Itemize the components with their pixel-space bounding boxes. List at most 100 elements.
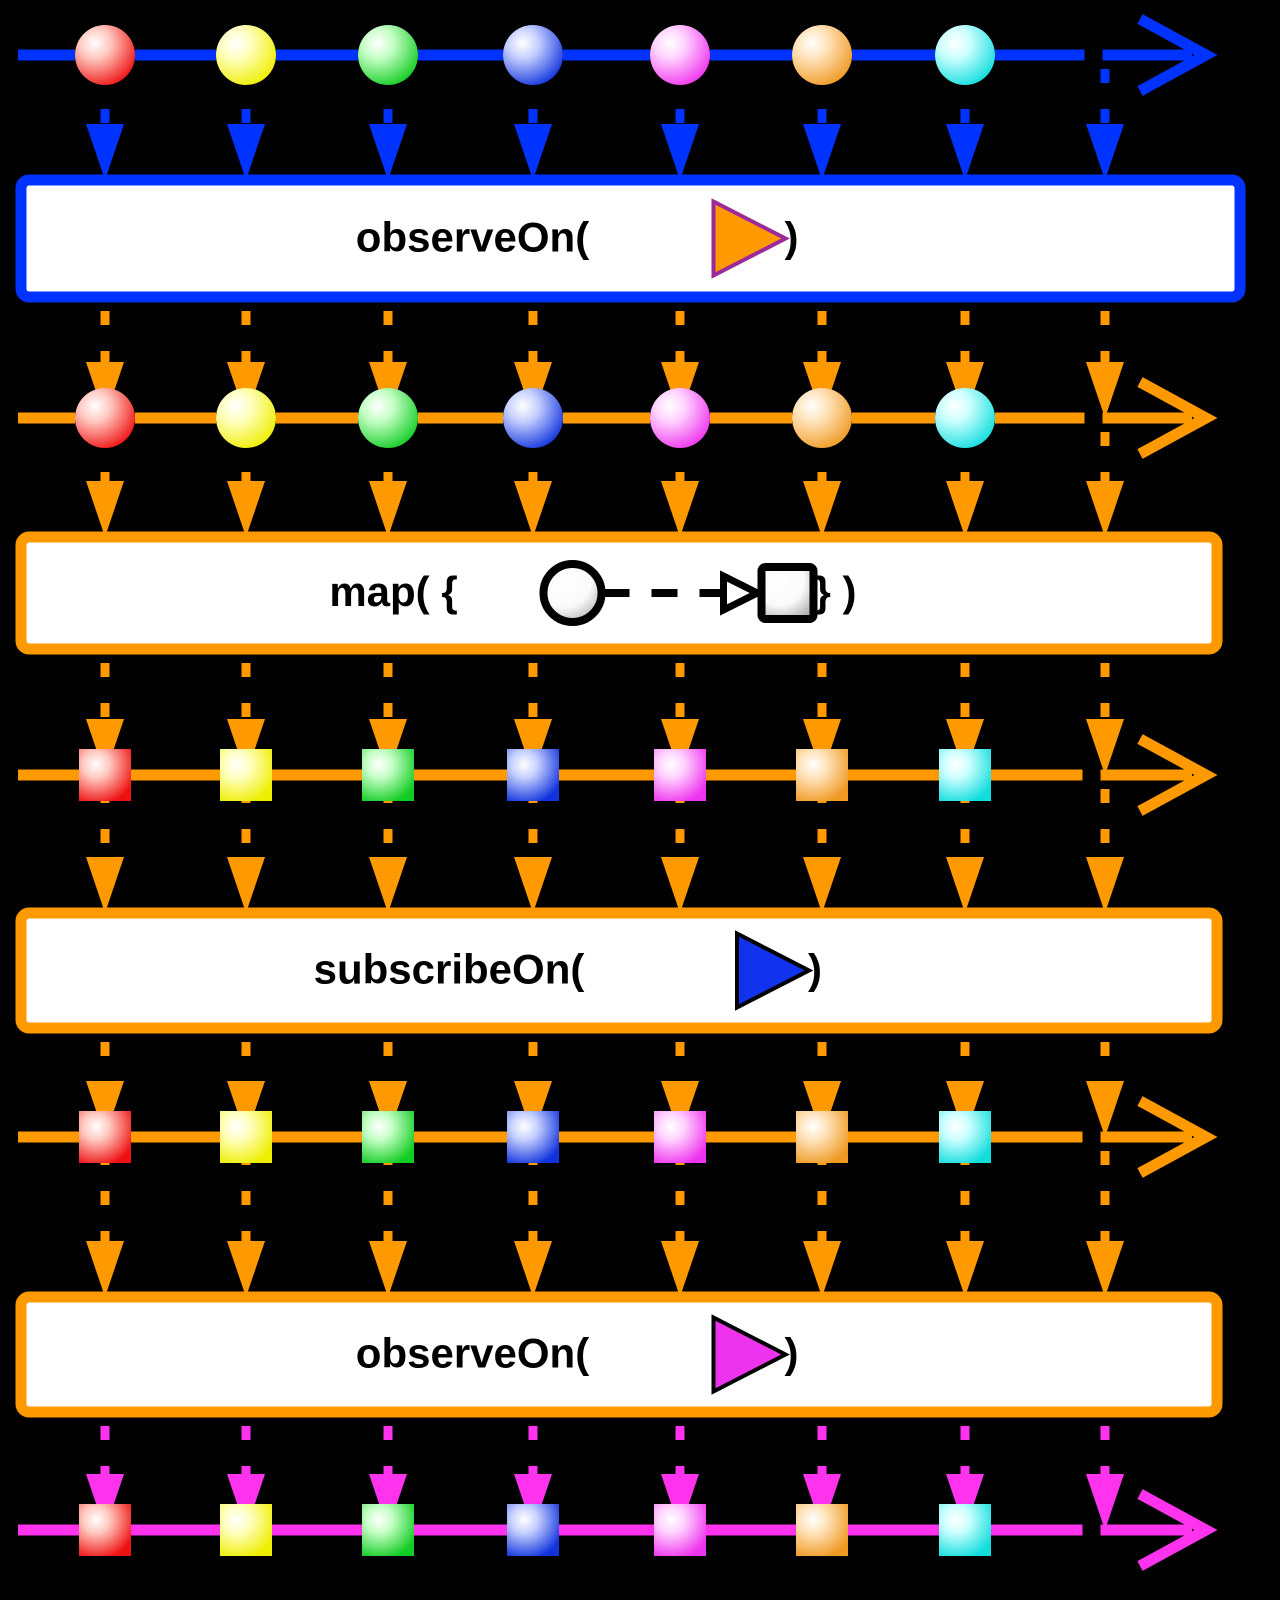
flow-connector-flow-observeon2-to-final-3 — [514, 1426, 552, 1530]
marble-blue[interactable] — [507, 1111, 559, 1163]
timeline-after-observe-on-1 — [18, 377, 1218, 459]
operator-box-observe-on-magenta[interactable]: observeOn() — [15, 1291, 1223, 1418]
map-source-circle-icon — [539, 560, 606, 626]
marble-red[interactable] — [75, 25, 135, 85]
flow-arrowhead-icon — [1086, 1474, 1124, 1530]
operator-box-frame[interactable] — [15, 907, 1223, 1034]
operator-box-subscribe-on[interactable]: subscribeOn() — [15, 907, 1223, 1034]
marble-red[interactable] — [79, 749, 131, 801]
flow-connector-flow-subon-to-stream4-3 — [514, 1042, 552, 1137]
marble-orange[interactable] — [796, 1111, 848, 1163]
flow-arrowhead-icon — [1086, 362, 1124, 418]
flow-connector-flow-observeon2-to-final-1 — [227, 1426, 265, 1530]
marble-magenta[interactable] — [650, 25, 710, 85]
flow-group-flow-source-to-observeon1 — [86, 69, 1124, 180]
marble-cyan[interactable] — [935, 388, 995, 448]
flow-arrowhead-icon — [227, 124, 265, 180]
flow-arrowhead-icon — [661, 857, 699, 913]
flow-connector-flow-stream4-to-observeon2-5 — [803, 1151, 841, 1297]
marble-cyan[interactable] — [935, 25, 995, 85]
flow-connector-flow-stream3-to-subon-3 — [514, 789, 552, 913]
flow-group-flow-stream3-to-subon — [86, 789, 1124, 913]
marble-orange[interactable] — [796, 1504, 848, 1556]
marble-red[interactable] — [79, 1504, 131, 1556]
marble-orange[interactable] — [792, 388, 852, 448]
flow-connector-flow-map-to-stream3-5 — [803, 663, 841, 775]
marble-magenta[interactable] — [654, 749, 706, 801]
flow-arrowhead-icon — [227, 1241, 265, 1297]
marble-yellow[interactable] — [216, 388, 276, 448]
flow-arrowhead-icon — [227, 857, 265, 913]
flow-group-flow-observeon2-to-final — [86, 1426, 1124, 1530]
marble-orange[interactable] — [796, 749, 848, 801]
timeline-after-map — [18, 734, 1218, 816]
marble-red[interactable] — [75, 388, 135, 448]
operator-box-map[interactable]: map( {} ) — [15, 531, 1223, 655]
marble-green[interactable] — [358, 25, 418, 85]
flow-connector-flow-map-to-stream3-4 — [661, 663, 699, 775]
marble-cyan[interactable] — [939, 749, 991, 801]
flow-connector-flow-stream3-to-subon-6 — [946, 789, 984, 913]
marble-green[interactable] — [362, 1504, 414, 1556]
flow-arrowhead-icon — [946, 1081, 984, 1137]
flow-arrowhead-icon — [369, 1241, 407, 1297]
flow-connector-flow-stream3-to-subon-5 — [803, 789, 841, 913]
marble-cyan[interactable] — [939, 1504, 991, 1556]
timeline-arrowhead-icon — [1137, 1096, 1218, 1178]
flow-arrowhead-icon — [661, 124, 699, 180]
flow-arrowhead-icon — [227, 1474, 265, 1530]
flow-arrowhead-icon — [369, 857, 407, 913]
flow-arrowhead-icon — [803, 481, 841, 537]
flow-arrowhead-icon — [86, 481, 124, 537]
flow-connector-flow-stream3-to-subon-1 — [227, 789, 265, 913]
flow-connector-flow-observeon2-to-final-7 — [1086, 1426, 1124, 1530]
map-result-square-icon — [757, 563, 818, 623]
flow-arrowhead-icon — [369, 1474, 407, 1530]
flow-connector-flow-stream2-to-map-7 — [1086, 432, 1124, 537]
marble-magenta[interactable] — [654, 1504, 706, 1556]
flow-arrowhead-icon — [946, 719, 984, 775]
marble-red[interactable] — [79, 1111, 131, 1163]
flow-arrowhead-icon — [514, 1241, 552, 1297]
flow-arrowhead-icon — [803, 1081, 841, 1137]
marble-yellow[interactable] — [220, 1504, 272, 1556]
flow-connector-flow-source-to-observeon1-1 — [227, 69, 265, 180]
marble-yellow[interactable] — [220, 1111, 272, 1163]
marble-blue[interactable] — [503, 25, 563, 85]
flow-connector-flow-source-to-observeon1-6 — [946, 69, 984, 180]
marble-magenta[interactable] — [654, 1111, 706, 1163]
flow-arrowhead-icon — [946, 124, 984, 180]
marble-green[interactable] — [362, 749, 414, 801]
marble-blue[interactable] — [507, 1504, 559, 1556]
flow-connector-flow-stream3-to-subon-4 — [661, 789, 699, 913]
marble-magenta[interactable] — [650, 388, 710, 448]
flow-connector-flow-map-to-stream3-3 — [514, 663, 552, 775]
marble-green[interactable] — [362, 1111, 414, 1163]
flow-connector-flow-map-to-stream3-6 — [946, 663, 984, 775]
marble-orange[interactable] — [792, 25, 852, 85]
flow-group-flow-map-to-stream3 — [86, 663, 1124, 775]
flow-arrowhead-icon — [661, 1241, 699, 1297]
marble-cyan[interactable] — [939, 1111, 991, 1163]
flow-arrowhead-icon — [803, 124, 841, 180]
operator-box-frame[interactable] — [15, 1291, 1223, 1418]
marble-blue[interactable] — [503, 388, 563, 448]
flow-connector-flow-subon-to-stream4-0 — [86, 1042, 124, 1137]
flow-connector-flow-observeon1-to-stream2-7 — [1086, 311, 1124, 418]
operator-box-frame[interactable] — [15, 174, 1246, 303]
marble-yellow[interactable] — [216, 25, 276, 85]
flow-arrowhead-icon — [514, 719, 552, 775]
marble-green[interactable] — [358, 388, 418, 448]
flow-arrowhead-icon — [803, 857, 841, 913]
operator-box-observe-on-orange[interactable]: observeOn() — [15, 174, 1246, 303]
flow-connector-flow-map-to-stream3-1 — [227, 663, 265, 775]
scheduler-triangle-icon — [711, 1314, 790, 1395]
flow-arrowhead-icon — [803, 1241, 841, 1297]
flow-connector-flow-stream4-to-observeon2-3 — [514, 1151, 552, 1297]
marble-blue[interactable] — [507, 749, 559, 801]
flow-connector-flow-subon-to-stream4-2 — [369, 1042, 407, 1137]
scheduler-triangle-icon — [735, 930, 814, 1011]
marble-yellow[interactable] — [220, 749, 272, 801]
operator-label-text: map( { — [329, 568, 457, 615]
